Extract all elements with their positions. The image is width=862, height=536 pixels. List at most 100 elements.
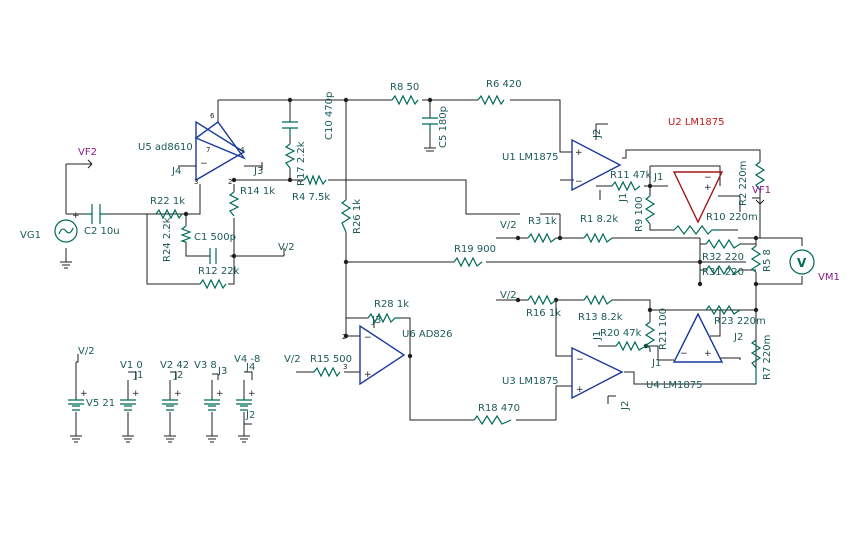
sign-plus: + (704, 183, 712, 193)
r1-label: R1 8.2k (580, 214, 618, 225)
resistor-r12 (199, 278, 227, 290)
capacitor-c1 (209, 248, 217, 264)
capacitors (86, 117, 438, 264)
vhalf-label: V/2 (278, 242, 295, 253)
opamp-u1-label: U1 LM1875 (502, 152, 559, 163)
signal-source-vg1[interactable]: + VG1 (20, 211, 80, 269)
resistor-r7 (750, 339, 762, 384)
resistor-r13 (583, 294, 613, 306)
vf2-label: VF2 (78, 147, 97, 158)
r17-label: R17 2.2k (296, 141, 307, 186)
opamp-u2[interactable]: + − U2 LM1875 (668, 117, 725, 224)
battery-v1[interactable]: + V1 0 (120, 360, 143, 443)
resistor-r6 (477, 94, 505, 106)
opamp-u6[interactable]: − + 2 3 U6 AD826 (342, 324, 453, 386)
resistor-r23 (705, 304, 741, 316)
resistor-r32 (705, 238, 741, 250)
sign-minus: − (704, 173, 712, 183)
sign-minus: − (680, 349, 688, 359)
resistor-r26 (340, 199, 352, 233)
vm1-symbol: V (797, 256, 807, 270)
resistor-r17 (284, 143, 296, 169)
vhalf-label: V/2 (78, 346, 95, 357)
opamp-u4[interactable]: + − U4 LM1875 (646, 312, 724, 391)
j2-label: J2 (173, 370, 183, 381)
resistor-r5 (750, 245, 762, 273)
pin-label: 3 (194, 178, 198, 186)
ground-symbols (424, 147, 436, 152)
pin-label: 7 (206, 146, 210, 154)
j3-label: J3 (253, 166, 263, 177)
r32-label: R32 220 (702, 252, 744, 263)
resistor-r11 (611, 180, 641, 192)
sign-minus: − (200, 159, 208, 169)
battery-v3[interactable]: + V3 8 (194, 360, 224, 443)
j1-label: J1 (592, 331, 603, 341)
vf1-label: VF1 (752, 185, 771, 196)
r9-label: R9 100 (634, 196, 645, 232)
opamp-u1[interactable]: + − U1 LM1875 (502, 138, 622, 192)
sign-plus: + (575, 148, 583, 158)
resistor-r19 (453, 256, 483, 268)
opamp-u3[interactable]: − + U3 LM1875 (502, 346, 624, 400)
pin-label: 4 (240, 146, 245, 154)
j4-label: J4 (171, 166, 181, 177)
node-labels: V/2 V/2 V/2 V/2 V/2 J4 J3 J2 J1 J1 J3 J1… (78, 129, 743, 421)
r4-label: R4 7.5k (292, 192, 330, 203)
r8-label: R8 50 (390, 82, 419, 93)
c10-label: C10 470p (324, 92, 335, 140)
sign-plus: + (80, 389, 88, 399)
battery-v5[interactable]: + V5 21 (68, 389, 115, 443)
probe-vf1: VF1 (752, 185, 771, 205)
resistor-r14 (228, 191, 240, 217)
c2-label: C2 10u (84, 226, 120, 237)
resistor-r31 (705, 264, 741, 276)
opamp-u4-label: U4 LM1875 (646, 380, 703, 391)
vhalf-label: V/2 (500, 290, 517, 301)
j3-label: J3 (371, 315, 381, 326)
voltmeter-vm1[interactable]: V VM1 (789, 249, 840, 283)
c1-label: C1 500p (194, 232, 236, 243)
sign-minus: − (576, 355, 584, 365)
resistor-r24 (179, 225, 192, 243)
opamp-u3-label: U3 LM1875 (502, 376, 559, 387)
opamp-u5-label: U5 ad8610 (138, 142, 193, 153)
resistors (155, 94, 766, 426)
resistor-r3 (527, 232, 557, 244)
v4-label: V4 -8 (234, 354, 260, 365)
sign-plus: + (364, 370, 372, 380)
opamp-u5[interactable]: U5 ad8610 6 7 4 3 2 − (138, 112, 247, 186)
j3-label: J3 (217, 366, 227, 377)
sign-minus: − (364, 333, 372, 343)
v1-label: V1 0 (120, 360, 143, 371)
resistor-r16 (527, 294, 557, 306)
r13-label: R13 8.2k (578, 312, 623, 323)
sign-plus: + (576, 385, 584, 395)
j4-label: J4 (245, 362, 255, 373)
resistor-r20 (615, 340, 647, 352)
sign-plus: + (72, 211, 80, 221)
sign-plus: + (248, 389, 256, 399)
sign-plus: + (132, 389, 140, 399)
resistor-r21 (644, 321, 656, 349)
opamp-u2-label: U2 LM1875 (668, 117, 725, 128)
battery-v2[interactable]: + V2 42 (160, 360, 189, 443)
c5-label: C5 180p (438, 106, 449, 148)
j1-label: J1 (133, 370, 143, 381)
r18-label: R18 470 (478, 403, 520, 414)
r11-label: R11 47k (610, 170, 652, 181)
sign-plus: + (216, 389, 224, 399)
probe-vf2: VF2 (66, 147, 97, 169)
resistor-r22 (155, 208, 183, 220)
r12-label: R12 22k (198, 266, 240, 277)
resistor-r1 (583, 232, 613, 244)
j2-label: J2 (620, 401, 631, 411)
pin-label: 2 (342, 333, 346, 341)
opamp-u6-label: U6 AD826 (402, 329, 453, 340)
capacitor-c2 (86, 204, 106, 224)
r24-label: R24 2.2k (162, 217, 173, 262)
v2-label: V2 42 (160, 360, 189, 371)
battery-v4[interactable]: + V4 -8 (234, 354, 260, 443)
resistor-r15 (313, 366, 341, 378)
